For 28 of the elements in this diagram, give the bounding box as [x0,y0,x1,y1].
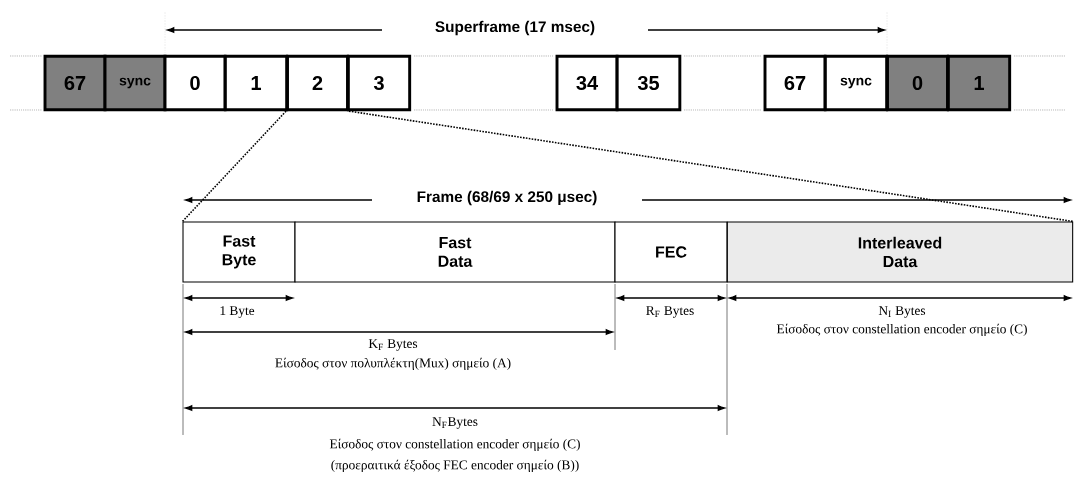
zoom-line [181,110,287,223]
slot-box: 1 [946,54,1012,112]
slot-box: 0 [163,54,227,112]
slot-box: 35 [615,54,682,112]
dimension-label: Είσοδος στον constellation encoder σημείο (C) [328,437,582,453]
dimension-label: Frame (68/69 x 250 μsec) [415,189,599,207]
frame-cell: FEC [614,221,728,283]
slot-box: sync [823,54,889,112]
dimension-label: Είσοδος στον πολυπλέκτη(Mux) σημείο (A) [273,356,513,372]
slot-box: 2 [286,54,349,112]
dimension-label: Είσοδος στον constellation encoder σημείο (C) [775,322,1029,338]
frame-cell: Interleaved Data [726,221,1074,283]
dimension-label: K$_{F}$ Bytes [367,337,419,353]
zoom-line [348,110,1074,223]
frame-cell: Fast Byte [182,221,296,283]
dimension-label: N$_{F}$Bytes [430,415,480,431]
slot-box: 67 [43,54,107,112]
slot-box: 1 [223,54,289,112]
slot-box: 34 [555,54,619,112]
slot-box: 0 [886,54,949,112]
dimension-label: N$_{I}$ Bytes [877,304,927,320]
slot-box: sync [103,54,167,112]
slot-box: 3 [346,54,412,112]
dimension-label: R$_{F}$ Bytes [644,304,696,320]
dimension-label: Superframe (17 msec) [433,19,597,37]
slot-box: 67 [763,54,827,112]
dimension-label: 1 Byte [218,304,256,320]
dimension-label: (προεραιτικά έξοδος FEC encoder σημείο (B)) [329,458,581,474]
